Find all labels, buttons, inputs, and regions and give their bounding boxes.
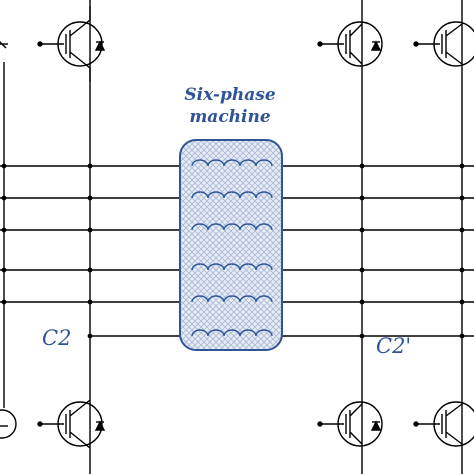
winding-icon xyxy=(191,223,273,231)
igbt-diode-icon xyxy=(37,399,106,449)
machine-title: Six-phase machine xyxy=(164,84,296,128)
igbt-diode-icon xyxy=(413,401,474,447)
machine-title-line1: Six-phase xyxy=(184,85,276,105)
winding-icon xyxy=(191,295,273,303)
winding-icon xyxy=(191,191,273,199)
winding-icon xyxy=(191,159,273,167)
junction-dots xyxy=(1,163,465,339)
igbt-switches xyxy=(0,6,474,449)
igbt-diode-icon xyxy=(317,21,383,67)
label-c2: C2 xyxy=(42,326,72,350)
winding-icon xyxy=(191,263,273,271)
igbt-diode-icon xyxy=(37,6,106,82)
igbt-diode-icon xyxy=(413,21,474,67)
winding-icon xyxy=(191,329,273,337)
machine-housing xyxy=(179,139,283,351)
igbt-diode-icon xyxy=(317,401,383,447)
igbt-diode-icon xyxy=(0,41,8,49)
label-c2-prime: C2' xyxy=(376,334,412,358)
machine-windings xyxy=(191,159,273,337)
machine-title-line2: machine xyxy=(189,107,271,127)
igbt-diode-icon xyxy=(0,409,17,439)
